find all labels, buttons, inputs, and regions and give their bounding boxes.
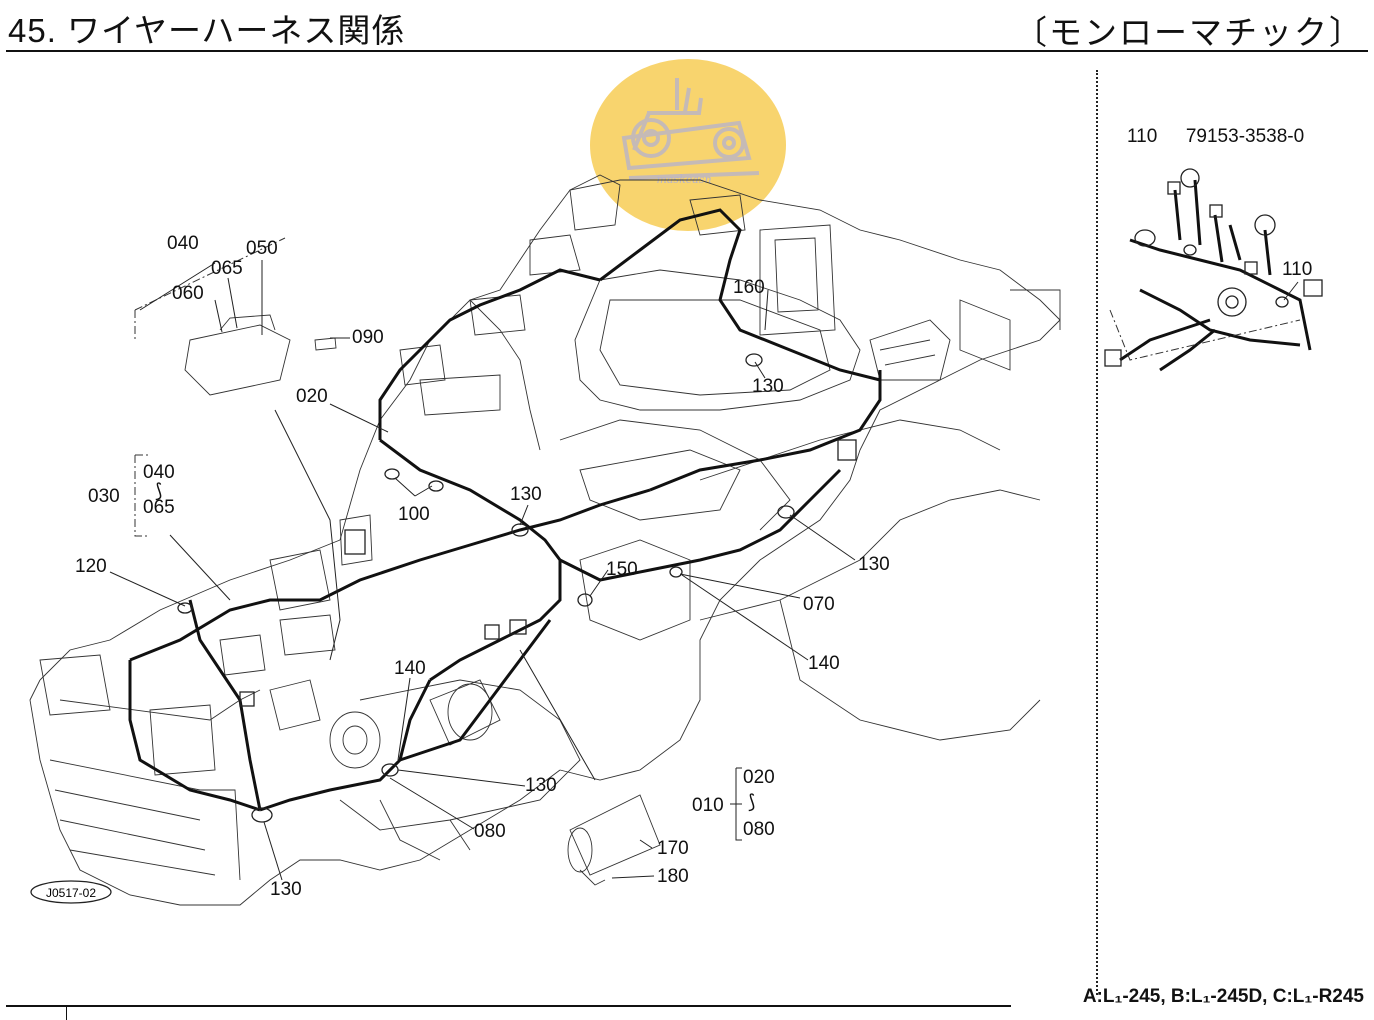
label-120: 120 <box>75 556 107 577</box>
label-065: 065 <box>211 258 243 279</box>
leader-lines <box>109 260 856 881</box>
range-tilde-030: ⟆ <box>155 481 163 502</box>
sub-assembly-110-drawing <box>1104 168 1323 372</box>
watermark-logo: maskeasn <box>589 58 787 233</box>
sub-assembly-ref: 110 <box>1127 126 1158 147</box>
section-divider <box>1096 70 1098 995</box>
harness-wires <box>128 208 882 812</box>
footer-rule <box>6 1005 1011 1007</box>
label-060: 060 <box>172 283 204 304</box>
label-130-seat: 130 <box>752 376 784 397</box>
label-010: 010 <box>692 795 724 816</box>
label-110: 110 <box>1282 259 1313 280</box>
header-rule <box>6 50 1368 52</box>
sub-assembly-part-no: 79153-3538-0 <box>1185 126 1305 147</box>
range-tilde: ⟆ <box>748 792 756 813</box>
label-070: 070 <box>803 594 835 615</box>
figure-code: J0517-02 <box>46 886 96 900</box>
label-130-right: 130 <box>858 554 890 575</box>
variant-label: 〔モンローマチック〕 <box>1014 14 1364 51</box>
label-080: 080 <box>474 821 506 842</box>
label-040: 040 <box>167 233 199 254</box>
label-180: 180 <box>657 866 689 887</box>
label-140-left: 140 <box>394 658 426 679</box>
label-020: 020 <box>296 386 328 407</box>
tractor-body-outline <box>29 174 1061 906</box>
label-160: 160 <box>733 277 765 298</box>
harness-clamps <box>177 353 857 823</box>
model-list: A:L₁-245, B:L₁-245D, C:L₁-R245 <box>1082 986 1364 1007</box>
tractor-icon: maskeasn <box>590 59 786 231</box>
label-130-lower: 130 <box>525 775 557 796</box>
label-150: 150 <box>606 559 638 580</box>
label-130-center: 130 <box>510 484 542 505</box>
label-090: 090 <box>352 327 384 348</box>
watermark-text: maskeasn <box>656 173 711 186</box>
footer-tick <box>66 1005 67 1020</box>
label-030: 030 <box>88 486 120 507</box>
bracket-030 <box>134 454 150 537</box>
sub-assembly-part-number: 110 79153-3538-0 <box>1127 126 1304 148</box>
label-020-group: 020 <box>743 767 775 788</box>
label-170: 170 <box>657 838 689 859</box>
label-040-group: 040 <box>143 462 175 483</box>
page-title: 45. ワイヤーハーネス関係 <box>8 12 406 49</box>
label-100: 100 <box>398 504 430 525</box>
figure-code-badge <box>30 880 112 904</box>
label-050: 050 <box>246 238 278 259</box>
label-080-group: 080 <box>743 819 775 840</box>
label-065-group: 065 <box>143 497 175 518</box>
label-140-right: 140 <box>808 653 840 674</box>
label-130-front: 130 <box>270 879 302 900</box>
